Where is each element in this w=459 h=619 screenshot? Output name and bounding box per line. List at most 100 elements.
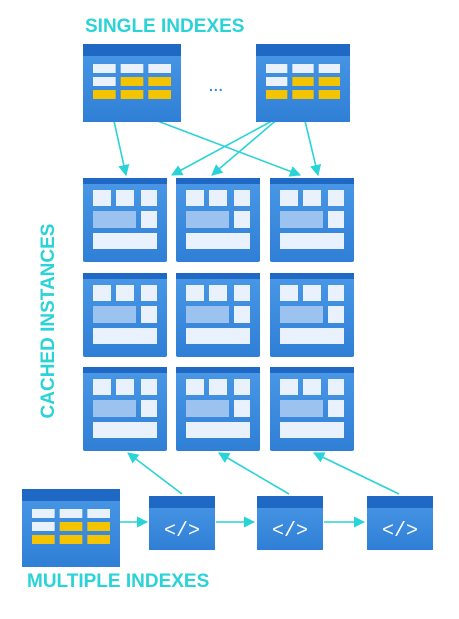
index-cell — [120, 90, 144, 99]
cache-cell — [280, 400, 323, 417]
cache-cell — [141, 285, 157, 301]
cache-cell — [186, 285, 204, 301]
cache-cell — [328, 211, 344, 228]
arrow-code1-to-cache — [127, 452, 183, 495]
cache-cell — [186, 190, 204, 206]
cache-cell — [280, 379, 298, 395]
cache-cell — [93, 211, 136, 228]
cache-cell — [141, 190, 157, 206]
cache-cell — [328, 379, 344, 395]
cache-cell — [93, 306, 136, 323]
cached-instance-2-3 — [270, 273, 354, 357]
index-cell — [148, 90, 171, 99]
code-icon: </> — [164, 520, 200, 543]
code-block-3-header — [367, 496, 433, 508]
cache-cell — [93, 233, 157, 249]
cache-cell — [328, 306, 344, 323]
ellipsis-separator: ... — [209, 78, 224, 94]
cached-instance-1-2-header — [176, 178, 260, 184]
index-cell — [148, 77, 171, 86]
cached-instance-1-1 — [83, 178, 167, 262]
arrow-code2-to-cache — [218, 452, 290, 495]
index-cell — [32, 509, 55, 518]
cached-instance-2-2 — [176, 273, 260, 357]
cache-cell — [186, 422, 250, 438]
arrow-code3-to-cache — [312, 452, 400, 495]
index-cell — [87, 535, 110, 544]
index-cell — [318, 77, 340, 86]
cached-instance-2-1 — [83, 273, 167, 357]
index-cell — [266, 64, 288, 73]
single-index-table-2 — [256, 44, 350, 122]
cached-instance-3-3-header — [270, 367, 354, 373]
cache-cell — [93, 190, 111, 206]
cached-instance-1-2 — [176, 178, 260, 262]
code-icon: </> — [382, 520, 418, 543]
index-cell — [292, 77, 314, 86]
cache-cell — [141, 211, 157, 228]
cached-instance-1-1-header — [83, 178, 167, 184]
index-cell — [120, 64, 144, 73]
cache-cell — [280, 190, 298, 206]
index-cell — [120, 77, 144, 86]
index-cell — [32, 522, 55, 531]
single-indexes-title: SINGLE INDEXES — [85, 16, 245, 37]
cache-cell — [303, 190, 321, 206]
index-cell — [87, 522, 110, 531]
cache-cell — [116, 190, 134, 206]
cache-cell — [186, 379, 204, 395]
cache-cell — [234, 211, 250, 228]
cached-instance-3-3 — [270, 367, 354, 451]
single-index-table-1 — [83, 44, 181, 122]
index-cell — [318, 64, 340, 73]
cache-cell — [280, 306, 323, 323]
cache-cell — [93, 328, 157, 344]
tiles-layer: </> </> </> — [22, 44, 433, 567]
cache-cell — [186, 211, 229, 228]
cache-cell — [280, 422, 344, 438]
cache-cell — [234, 306, 250, 323]
index-cell — [59, 535, 83, 544]
cache-cell — [328, 400, 344, 417]
code-block-1-header — [149, 496, 215, 508]
cache-cell — [116, 379, 134, 395]
cache-cell — [303, 379, 321, 395]
cache-cell — [209, 379, 227, 395]
index-cell — [32, 535, 55, 544]
cache-cell — [303, 285, 321, 301]
index-cell — [292, 90, 314, 99]
cache-cell — [234, 400, 250, 417]
cache-cell — [141, 379, 157, 395]
cached-instance-2-3-header — [270, 273, 354, 279]
index-cell — [93, 90, 116, 99]
cache-cell — [93, 400, 136, 417]
index-cell — [292, 64, 314, 73]
cache-cell — [116, 285, 134, 301]
index-cell — [318, 90, 340, 99]
cache-cell — [186, 306, 229, 323]
index-cell — [93, 64, 116, 73]
multiple-index-table — [22, 489, 120, 567]
cache-cell — [328, 285, 344, 301]
cache-cell — [93, 422, 157, 438]
index-cell — [266, 90, 288, 99]
cached-instance-3-2-header — [176, 367, 260, 373]
code-block-1: </> — [149, 496, 215, 550]
code-icon: </> — [272, 520, 308, 543]
cached-instance-1-3 — [270, 178, 354, 262]
code-block-2: </> — [257, 496, 323, 550]
single-index-table-1-header — [83, 44, 181, 56]
index-cell — [87, 509, 110, 518]
index-cell — [59, 509, 83, 518]
cache-cell — [141, 400, 157, 417]
cache-cell — [93, 285, 111, 301]
cache-cell — [209, 190, 227, 206]
cached-instance-2-2-header — [176, 273, 260, 279]
cached-instance-3-1 — [83, 367, 167, 451]
multiple-indexes-title: MULTIPLE INDEXES — [27, 571, 210, 592]
cache-cell — [141, 306, 157, 323]
cache-cell — [186, 233, 250, 249]
cache-cell — [280, 233, 344, 249]
index-cell — [148, 64, 171, 73]
